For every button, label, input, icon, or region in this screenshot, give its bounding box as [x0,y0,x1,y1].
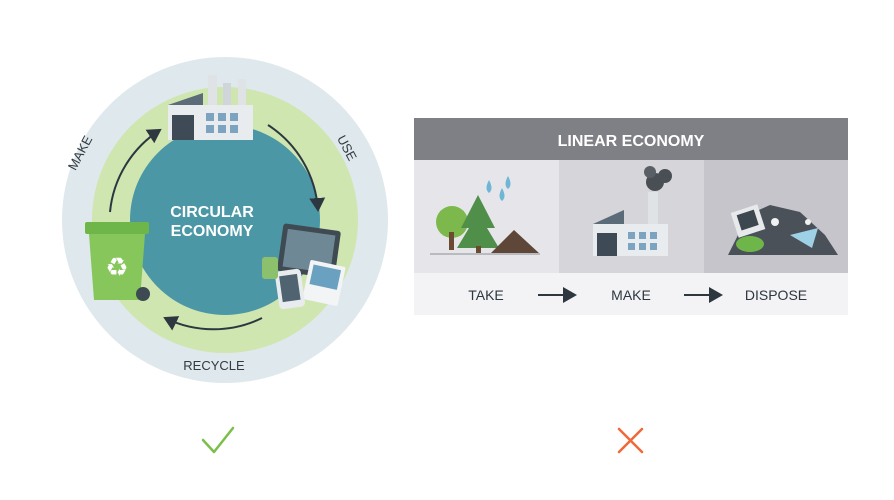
circular-title-line1: CIRCULAR [170,204,254,221]
stage-label-recycle: RECYCLE [183,358,245,373]
linear-title: LINEAR ECONOMY [558,133,705,150]
linear-header [414,118,848,160]
arrow-recycle-to-make [109,128,162,213]
arrow-make-to-use [267,124,326,212]
cross-icon [617,427,644,454]
polluting-factory-icon [593,166,672,256]
linear-steps-bar [414,273,848,315]
linear-step-dispose: DISPOSE [745,287,807,303]
arrow-use-to-recycle [163,316,263,331]
nature-resources-icon [430,176,540,255]
waste-pile-icon [728,204,838,255]
linear-panel-make [559,160,704,273]
linear-step-make: MAKE [611,287,651,303]
linear-economy-diagram: LINEAR ECONOMY [414,118,848,315]
recycle-bin-icon: ♻ [85,222,150,301]
devices-icon [262,223,346,310]
circular-economy-diagram: CIRCULAR ECONOMY MAKE USE RECYCLE [62,57,388,383]
check-icon [201,426,235,454]
circular-title-line2: ECONOMY [171,223,254,240]
linear-step-take: TAKE [468,287,504,303]
recycle-symbol-icon: ♻ [105,253,128,283]
factory-icon [168,75,253,140]
